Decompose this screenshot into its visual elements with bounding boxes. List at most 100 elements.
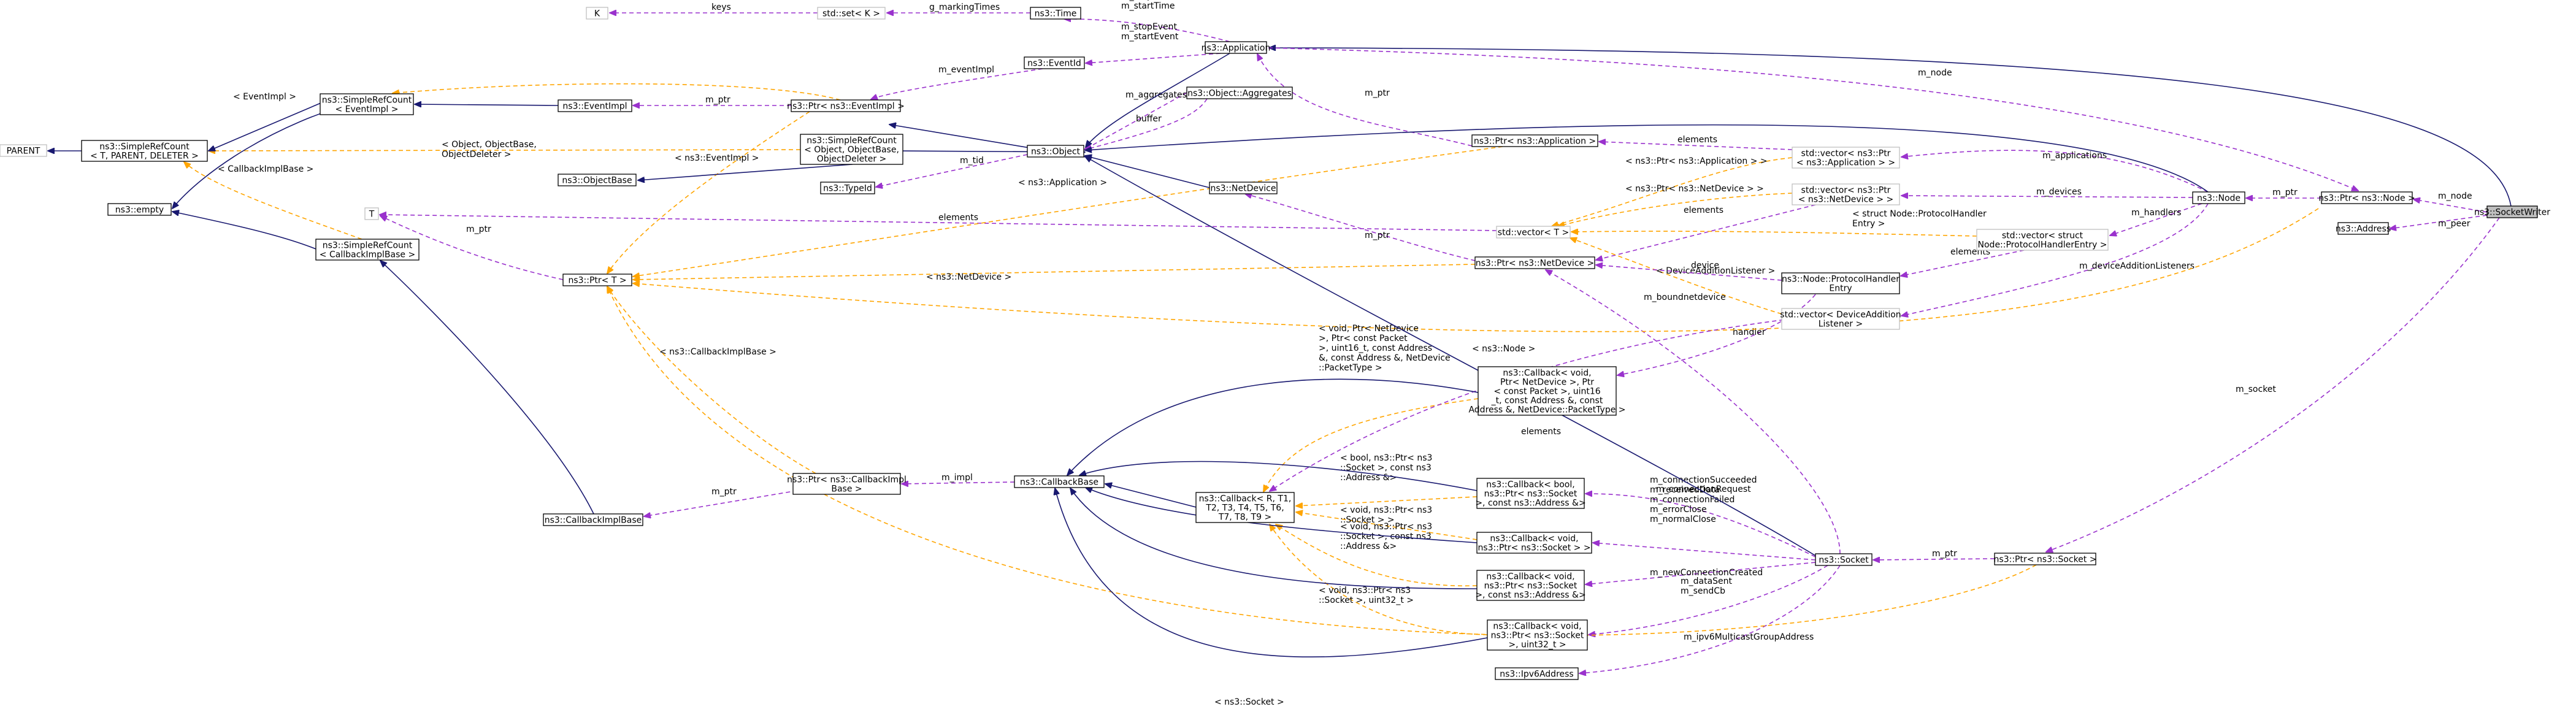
class-node-cb-void-sock[interactable]: ns3::Callback< void,ns3::Ptr< ns3::Socke… (1476, 532, 1592, 554)
usage-edge-4 (2046, 217, 2500, 552)
edge-label-m-tid: m_tid (960, 156, 984, 166)
class-node-ptr-application[interactable]: ns3::Ptr< ns3::Application > (1471, 134, 1598, 147)
edge-label-tpl-application: < ns3::Application > (1018, 178, 1107, 188)
usage-edge-51 (1585, 562, 1816, 584)
class-node-address[interactable]: ns3::Address (2336, 222, 2391, 235)
class-node-t[interactable]: T (364, 207, 379, 220)
edge-label-tpl-netdevice: < ns3::NetDevice > (926, 272, 1011, 282)
class-node-label: ns3::EventId (1027, 59, 1081, 69)
class-node-objectbase[interactable]: ns3::ObjectBase (558, 174, 637, 186)
class-node-aggregates[interactable]: ns3::Object::Aggregates (1186, 86, 1293, 99)
edge-label-tpl-cib-ptr: < ns3::CallbackImplBase > (659, 347, 776, 357)
class-node-k[interactable]: K (586, 7, 608, 20)
edge-label-m-socket: m_socket (2236, 385, 2276, 394)
edge-label-tpl-dal: < DeviceAdditionListener > (1656, 266, 1775, 276)
class-node-cb-void-sock-addr[interactable]: ns3::Callback< void,ns3::Ptr< ns3::Socke… (1475, 570, 1586, 601)
class-node-label-line: ns3::Ptr< ns3::Socket (1484, 489, 1577, 499)
template-edge-35 (633, 264, 1476, 280)
edge-label-line: ::Socket >, const ns3 (1340, 463, 1432, 473)
class-node-typeid[interactable]: ns3::TypeId (820, 182, 875, 194)
class-node-callbackimplbase[interactable]: ns3::CallbackImplBase (543, 513, 643, 526)
class-node-vec-t[interactable]: std::vector< T > (1496, 226, 1571, 239)
class-node-ptr-eventimpl[interactable]: ns3::Ptr< ns3::EventImpl > (787, 99, 905, 112)
template-edge-46 (1296, 512, 1478, 540)
class-node-cb-netdevice[interactable]: ns3::Callback< void,Ptr< NetDevice >, Pt… (1468, 366, 1626, 416)
edge-label-line: m_peer (2438, 219, 2471, 229)
class-node-label: ns3::Ptr< ns3::Node > (2318, 194, 2415, 204)
class-node-eventid[interactable]: ns3::EventId (1024, 56, 1085, 69)
class-node-object[interactable]: ns3::Object (1027, 145, 1084, 158)
class-node-socketwriter[interactable]: ns3::SocketWriter (2474, 205, 2550, 218)
class-node-ptr-t[interactable]: ns3::Ptr< T > (562, 274, 632, 286)
class-node-box (1792, 183, 1900, 205)
class-node-box (1030, 7, 1081, 20)
class-node-src-cib[interactable]: ns3::SimpleRefCount< CallbackImplBase > (315, 239, 420, 261)
class-node-label-line: ns3::Callback< void, (1486, 572, 1574, 582)
class-node-src-tpd[interactable]: ns3::SimpleRefCount< T, PARENT, DELETER … (81, 140, 208, 162)
class-node-vec-ptr-nd[interactable]: std::vector< ns3::Ptr< ns3::NetDevice > … (1792, 183, 1900, 205)
edge-label-line: < struct Node::ProtocolHandler (1852, 209, 1987, 219)
class-node-label-line: ns3::Ptr< ns3::NetDevice > (1476, 259, 1595, 269)
edge-label-line: m_applications (2042, 151, 2107, 161)
class-node-label-line: ns3::SimpleRefCount (322, 96, 412, 105)
class-node-box (1792, 147, 1900, 169)
class-node-empty[interactable]: ns3::empty (107, 203, 172, 216)
class-node-parent[interactable]: PARENT (0, 144, 47, 157)
class-node-set-k[interactable]: std::set< K > (817, 7, 886, 20)
usage-edge-22 (1257, 54, 1473, 147)
template-edge-23 (1552, 157, 1793, 226)
class-node-vec-ptr-app[interactable]: std::vector< ns3::Ptr< ns3::Application … (1792, 147, 1900, 169)
class-node-box (81, 140, 208, 162)
class-node-socket[interactable]: ns3::Socket (1815, 553, 1873, 566)
edge-label-line: buffer (1136, 114, 1162, 124)
class-node-time[interactable]: ns3::Time (1030, 7, 1081, 20)
edge-label-line: m_ipv6MulticastGroupAddress (1684, 632, 1814, 642)
class-node-box (562, 274, 632, 286)
class-node-src-object[interactable]: ns3::SimpleRefCount< Object, ObjectBase,… (800, 134, 903, 165)
class-node-label-line: ns3::SocketWriter (2474, 208, 2550, 218)
class-node-src-eventimpl[interactable]: ns3::SimpleRefCount< EventImpl > (320, 93, 414, 115)
class-node-label: std::vector< ns3::Ptr< ns3::Application … (1796, 149, 1895, 168)
class-node-label-line: ns3::Node::ProtocolHandler (1782, 275, 1899, 285)
class-node-node[interactable]: ns3::Node (2192, 191, 2245, 204)
class-node-netdevice[interactable]: ns3::NetDevice (1209, 182, 1278, 194)
class-node-label-line: ns3::Callback< R, T1, (1199, 494, 1292, 504)
class-node-ptr-node[interactable]: ns3::Ptr< ns3::Node > (2318, 191, 2415, 204)
edge-label-line: < void, ns3::Ptr< ns3 (1319, 586, 1411, 595)
edge-label-m-node: m_node (2438, 191, 2472, 201)
class-node-cb-bool[interactable]: ns3::Callback< bool,ns3::Ptr< ns3::Socke… (1475, 478, 1586, 509)
class-node-ipv6address[interactable]: ns3::Ipv6Address (1495, 667, 1579, 680)
class-node-label-line: ns3::SimpleRefCount (99, 142, 190, 152)
class-node-application[interactable]: ns3::Application (1202, 41, 1271, 54)
class-node-box (1024, 56, 1085, 69)
class-node-ptr-netdevice[interactable]: ns3::Ptr< ns3::NetDevice > (1474, 256, 1595, 269)
class-node-cb-void-sock-u32[interactable]: ns3::Callback< void,ns3::Ptr< ns3::Socke… (1487, 619, 1588, 651)
class-node-box (1471, 134, 1598, 147)
class-node-label: std::vector< T > (1498, 228, 1569, 238)
class-node-ptr-socket[interactable]: ns3::Ptr< ns3::Socket > (1994, 553, 2097, 565)
class-node-label-line: ns3::Object (1031, 147, 1081, 157)
template-edge-38 (633, 208, 2319, 332)
edge-label-m-boundnetdevice: m_boundnetdevice (1644, 293, 1726, 302)
class-node-eventimpl[interactable]: ns3::EventImpl (558, 99, 632, 112)
edge-label-m-ptr-sock: m_ptr (1932, 549, 1957, 559)
class-node-callbackbase[interactable]: ns3::CallbackBase (1014, 475, 1105, 488)
edge-label-line: < ns3::Ptr< ns3::NetDevice > > (1625, 184, 1764, 194)
edge-label-line: m_node (2438, 191, 2472, 201)
class-node-callback-generic[interactable]: ns3::Callback< R, T1,T2, T3, T4, T5, T6,… (1195, 492, 1295, 523)
class-node-label-line: < ns3::Application > > (1796, 158, 1895, 168)
inheritance-edge-70 (1067, 378, 1479, 475)
usage-edge-19 (1084, 92, 1187, 150)
edge-label-m-devices: m_devices (2036, 187, 2082, 197)
template-edge-16 (393, 83, 841, 101)
class-node-box (1487, 619, 1588, 651)
class-node-box (1815, 553, 1873, 566)
class-node-box (1474, 256, 1595, 269)
edge-label-line: m_ptr (711, 487, 737, 497)
